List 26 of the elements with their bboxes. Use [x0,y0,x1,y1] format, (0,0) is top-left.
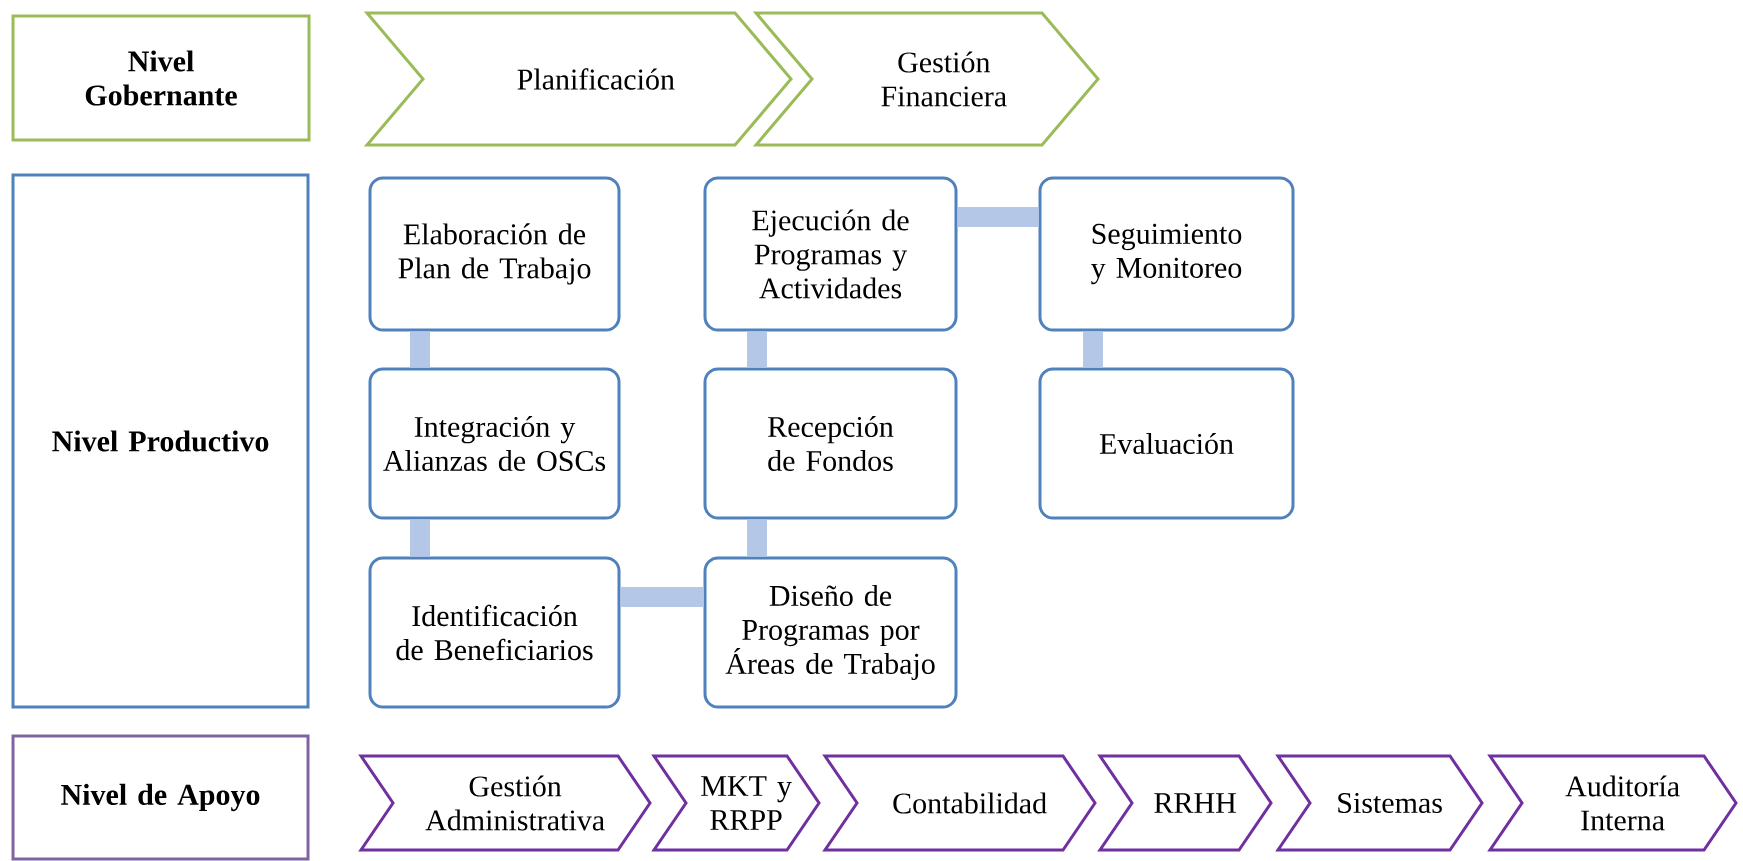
connector-bar [747,331,767,368]
connector-bar [620,587,704,607]
process-box: Ejecución de Programas y Actividades [703,176,958,332]
connector-bar [1083,331,1103,368]
level-box: Nivel Gobernante [11,14,311,142]
process-box: Elaboración de Plan de Trabajo [368,176,621,332]
step-tab: RRHH [1097,754,1273,852]
connector-bar [747,519,767,557]
step-tab: Planificación [363,11,793,147]
process-box: Integración y Alianzas de OSCs [368,367,621,520]
step-tab: MKT y RRPP [651,754,821,852]
step-tab: Gestión Administrativa [358,754,652,852]
connector-bar [957,207,1039,227]
process-box: Diseño de Programas por Áreas de Trabajo [703,556,958,709]
level-box: Nivel de Apoyo [11,734,310,861]
step-tab: Auditoría Interna [1487,754,1738,852]
connector-bar [410,331,430,368]
connector-bar [410,519,430,557]
step-tab: Gestión Financiera [752,11,1100,147]
step-tab: Contabilidad [822,754,1097,852]
process-box: Seguimiento y Monitoreo [1038,176,1295,332]
process-box: Evaluación [1038,367,1295,520]
process-box: Recepción de Fondos [703,367,958,520]
level-box: Nivel Productivo [11,173,310,709]
process-box: Identificación de Beneficiarios [368,556,621,709]
step-tab: Sistemas [1275,754,1484,852]
